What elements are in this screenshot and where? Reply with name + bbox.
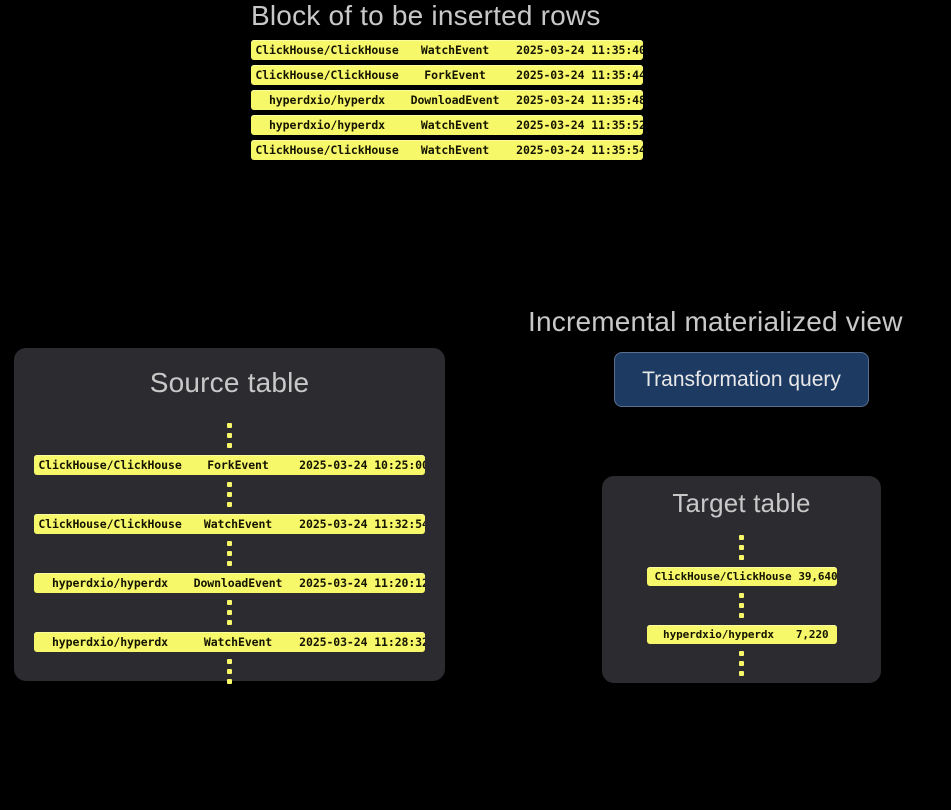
table-row: ClickHouse/ClickHouse 39,640 (646, 567, 837, 586)
row-event-type: ForkEvent (424, 68, 486, 82)
row-event-type: WatchEvent (203, 635, 273, 649)
row-ellipsis (227, 475, 232, 514)
ellipsis-dot (227, 502, 232, 507)
row-timestamp: 2025-03-24 11:35:40 (516, 43, 643, 57)
row-count: 39,640 (798, 570, 837, 583)
ellipsis-dot (739, 661, 744, 666)
ellipsis-dot (739, 651, 744, 656)
row-repo: ClickHouse/ClickHouse (38, 517, 182, 531)
ellipsis-dot (227, 561, 232, 566)
top-block-title: Block of to be inserted rows (251, 0, 601, 31)
transformation-query-label: Transformation query (642, 367, 841, 391)
ellipsis-dot (227, 423, 232, 428)
row-repo: ClickHouse/ClickHouse (255, 143, 399, 157)
row-repo: ClickHouse/ClickHouse (654, 570, 792, 583)
row-ellipsis (739, 528, 744, 567)
source-table-row-list: ClickHouse/ClickHouse ForkEvent 2025-03-24… (34, 416, 425, 691)
source-table-title: Source table (149, 367, 310, 398)
row-timestamp: 2025-03-24 11:28:32 (299, 635, 425, 649)
ellipsis-dot (739, 603, 744, 608)
row-timestamp: 2025-03-24 11:35:44 (516, 68, 643, 82)
row-repo: ClickHouse/ClickHouse (255, 68, 399, 82)
row-repo: ClickHouse/ClickHouse (255, 43, 399, 57)
row-timestamp: 2025-03-24 11:32:54 (299, 517, 425, 531)
ellipsis-dot (227, 669, 232, 674)
ellipsis-dot (227, 551, 232, 556)
row-event-type: WatchEvent (203, 517, 273, 531)
ellipsis-dot (227, 492, 232, 497)
table-row: hyperdxio/hyperdx 7,220 (646, 625, 837, 644)
row-timestamp: 2025-03-24 11:20:12 (299, 576, 425, 590)
ellipsis-dot (227, 541, 232, 546)
row-repo: ClickHouse/ClickHouse (38, 458, 182, 472)
ellipsis-dot (227, 620, 232, 625)
ellipsis-dot (739, 593, 744, 598)
row-ellipsis (227, 652, 232, 691)
materialized-view-title: Incremental materialized view (528, 306, 903, 337)
table-row: hyperdxio/hyperdx WatchEvent 2025-03-24 11… (34, 632, 425, 652)
row-event-type: DownloadEvent (410, 93, 500, 107)
row-count: 7,220 (795, 628, 829, 641)
row-event-type: WatchEvent (420, 118, 490, 132)
ellipsis-dot (227, 610, 232, 615)
row-ellipsis (227, 534, 232, 573)
row-ellipsis (739, 586, 744, 625)
row-ellipsis (227, 593, 232, 632)
table-row: hyperdxio/hyperdx WatchEvent 2025-03-24 11… (251, 115, 643, 135)
row-event-type: ForkEvent (207, 458, 269, 472)
row-timestamp: 2025-03-24 11:35:54 (516, 143, 643, 157)
table-row: ClickHouse/ClickHouse WatchEvent 2025-03-2… (251, 40, 643, 60)
ellipsis-dot (227, 482, 232, 487)
row-repo: hyperdxio/hyperdx (51, 576, 168, 590)
row-timestamp: 2025-03-24 11:35:48 (516, 93, 643, 107)
table-row: ClickHouse/ClickHouse WatchEvent 2025-03-2… (251, 140, 643, 160)
ellipsis-dot (227, 600, 232, 605)
table-row: ClickHouse/ClickHouse ForkEvent 2025-03-24… (251, 65, 643, 85)
table-row: hyperdxio/hyperdx DownloadEvent 2025-03-24… (251, 90, 643, 110)
target-table-title: Target table (672, 488, 811, 518)
ellipsis-dot (227, 433, 232, 438)
transformation-query-box[interactable]: Transformation query (614, 352, 869, 407)
row-repo: hyperdxio/hyperdx (268, 118, 385, 132)
ellipsis-dot (227, 659, 232, 664)
ellipsis-dot (739, 555, 744, 560)
ellipsis-dot (739, 613, 744, 618)
row-ellipsis (739, 644, 744, 683)
row-timestamp: 2025-03-24 10:25:00 (299, 458, 425, 472)
ellipsis-dot (739, 671, 744, 676)
target-table-panel: Target table ClickHouse/ClickHouse 39,640… (602, 476, 881, 683)
row-repo: hyperdxio/hyperdx (268, 93, 385, 107)
ellipsis-dot (227, 679, 232, 684)
row-event-type: WatchEvent (420, 143, 490, 157)
table-row: ClickHouse/ClickHouse WatchEvent 2025-03-2… (34, 514, 425, 534)
table-row: ClickHouse/ClickHouse ForkEvent 2025-03-24… (34, 455, 425, 475)
row-event-type: WatchEvent (420, 43, 490, 57)
ellipsis-dot (739, 535, 744, 540)
source-table-panel: Source table ClickHouse/ClickHouse ForkEv… (14, 348, 445, 684)
row-repo: hyperdxio/hyperdx (663, 628, 774, 641)
row-timestamp: 2025-03-24 11:35:52 (516, 118, 643, 132)
table-row: hyperdxio/hyperdx DownloadEvent 2025-03-24… (34, 573, 425, 593)
ellipsis-dot (739, 545, 744, 550)
row-ellipsis (227, 416, 232, 455)
row-event-type: DownloadEvent (193, 576, 283, 590)
row-repo: hyperdxio/hyperdx (51, 635, 168, 649)
target-table-row-list: ClickHouse/ClickHouse 39,640 hyperdxio/hyp… (602, 528, 881, 683)
ellipsis-dot (227, 443, 232, 448)
